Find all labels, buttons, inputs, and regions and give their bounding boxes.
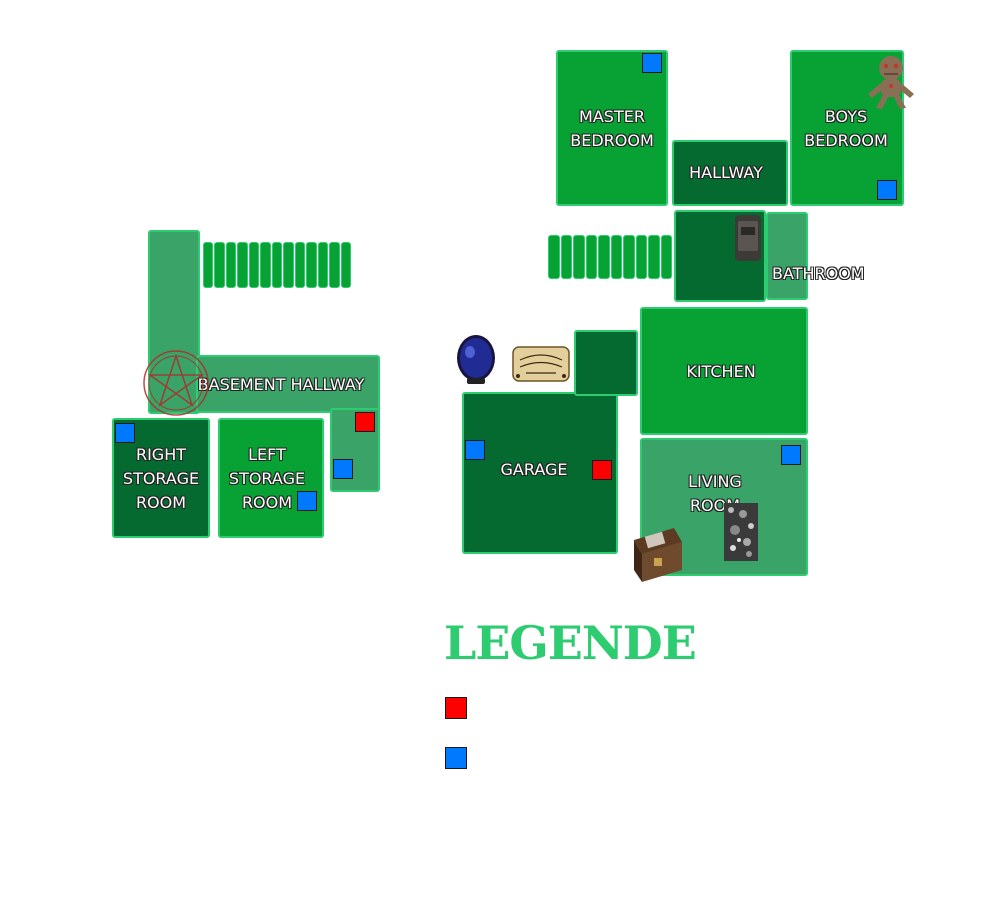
marker-blue	[465, 440, 485, 460]
voodoo-doll-icon	[868, 56, 914, 109]
tarot-book-icon	[735, 215, 761, 261]
room-kitchen	[640, 307, 808, 435]
marker-blue	[333, 459, 353, 479]
marker-blue	[297, 491, 317, 511]
legend-title: LEGENDE	[444, 616, 697, 670]
ouija-board-icon	[512, 346, 570, 382]
monkey-paw-icon	[724, 503, 758, 561]
room-bathroom	[766, 212, 808, 300]
legend-marker-red	[445, 697, 467, 719]
marker-red	[355, 412, 375, 432]
room-left-storage	[218, 418, 324, 538]
room-basement-hallway	[196, 355, 380, 413]
legend-marker-blue	[445, 747, 467, 769]
summoning-circle-icon	[143, 350, 209, 416]
stairs-upper	[548, 235, 672, 279]
marker-blue	[115, 423, 135, 443]
room-master-bedroom	[556, 50, 668, 206]
room-garage-upper	[574, 330, 638, 396]
crystal-ball-icon	[457, 335, 495, 384]
marker-blue	[642, 53, 662, 73]
marker-red	[592, 460, 612, 480]
stairs-basement	[203, 242, 352, 288]
music-box-icon	[634, 528, 682, 582]
marker-blue	[877, 180, 897, 200]
marker-blue	[781, 445, 801, 465]
room-hallway	[672, 140, 788, 206]
